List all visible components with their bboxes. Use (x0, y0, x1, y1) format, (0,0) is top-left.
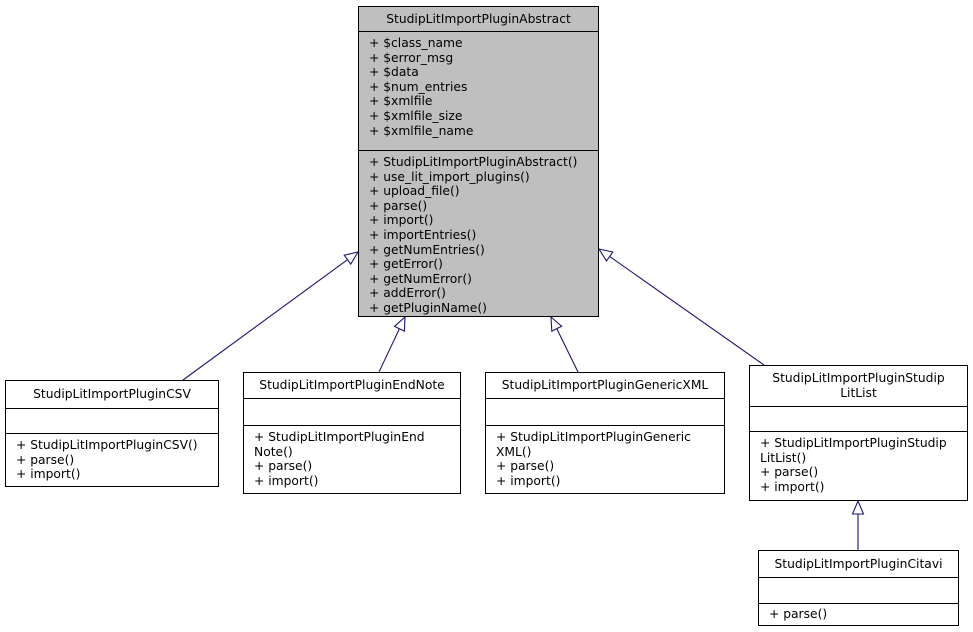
attribute: + $xmlfile (369, 94, 433, 109)
method: + StudipLitImportPluginAbstract() (369, 155, 578, 169)
method: + getNumEntries() (369, 242, 485, 257)
method: + getNumError() (369, 271, 472, 286)
attributes-section: + $class_name + $error_msg + $data + $nu… (359, 32, 598, 151)
method: + importEntries() (369, 227, 477, 242)
method: + parse() (16, 452, 75, 467)
class-studiplitimportplugincsv: StudipLitImportPluginCSV + StudipLitImpo… (5, 380, 219, 487)
methods-section: + parse() (759, 604, 958, 622)
methods-section: + StudipLitImportPluginStudip LitList() … (750, 432, 967, 494)
method: + import() (254, 473, 319, 488)
class-studiplitimportplugingenericxml: StudipLitImportPluginGenericXML + Studip… (485, 372, 725, 494)
method: + getPluginName() (369, 300, 487, 315)
attribute: + $error_msg (369, 50, 454, 65)
class-studiplitimportpluginstudiplitlist: StudipLitImportPluginStudip LitList + St… (749, 365, 968, 501)
inheritance-edge-endnote (378, 328, 400, 373)
method: + upload_file() (369, 184, 460, 199)
method: + parse() (769, 607, 828, 621)
attribute: + $data (369, 65, 419, 80)
class-name-text: StudipLitImportPluginGenericXML (501, 378, 709, 393)
class-studiplitimportpluginabstract: StudipLitImportPluginAbstract + $class_n… (358, 6, 599, 317)
method: + addError() (369, 286, 446, 301)
inheritance-arrowhead-citavi (851, 499, 865, 515)
method: + import() (16, 467, 81, 482)
attributes-section (486, 399, 724, 426)
class-name-text: StudipLitImportPluginStudip (772, 371, 945, 386)
method: + use_lit_import_plugins() (369, 169, 530, 184)
inheritance-arrowhead-endnote (393, 315, 406, 332)
class-name: StudipLitImportPluginEndNote (244, 373, 460, 399)
class-name-text: StudipLitImportPluginCSV (33, 387, 191, 402)
inheritance-arrowhead-genericxml (550, 315, 563, 332)
class-studiplitimportpluginendnote: StudipLitImportPluginEndNote + StudipLit… (243, 372, 461, 494)
attribute: + $class_name (369, 36, 463, 50)
inheritance-arrowhead-litlist (597, 248, 614, 262)
methods-section: + StudipLitImportPluginCSV() + parse() +… (6, 434, 218, 482)
class-name-text: LitList (840, 386, 877, 400)
class-studiplitimportplugincitavi: StudipLitImportPluginCitavi + parse() (758, 550, 959, 626)
method: Note() (254, 444, 293, 459)
method: LitList() (760, 450, 807, 465)
method: + parse() (369, 198, 428, 213)
inheritance-edge-litlist (609, 256, 765, 366)
method: + parse() (254, 459, 313, 474)
methods-section: + StudipLitImportPluginEnd Note() + pars… (244, 426, 460, 488)
method: + import() (369, 213, 434, 228)
method: + StudipLitImportPluginEnd (254, 430, 425, 444)
inheritance-arrowhead-csv (343, 251, 360, 266)
class-name: StudipLitImportPluginStudip LitList (750, 366, 967, 407)
method: XML() (496, 444, 532, 459)
attributes-section (6, 409, 218, 434)
method: + parse() (760, 465, 819, 480)
class-name-text: StudipLitImportPluginCitavi (774, 556, 943, 571)
inheritance-edge-genericxml (556, 328, 579, 373)
method: + import() (760, 479, 825, 494)
class-name: StudipLitImportPluginCSV (6, 381, 218, 409)
method: + getError() (369, 257, 443, 272)
attributes-section (750, 407, 967, 432)
method: + StudipLitImportPluginCSV() (16, 438, 198, 452)
methods-section: + StudipLitImportPluginGeneric XML() + p… (486, 426, 724, 488)
class-name: StudipLitImportPluginCitavi (759, 551, 958, 578)
method: + StudipLitImportPluginStudip (760, 436, 947, 450)
attribute: + $xmlfile_size (369, 108, 463, 123)
attribute: + $xmlfile_name (369, 123, 474, 138)
class-name-text: StudipLitImportPluginEndNote (259, 378, 445, 393)
attributes-section (759, 578, 958, 604)
attributes-section (244, 399, 460, 426)
method: + parse() (496, 459, 555, 474)
method: + StudipLitImportPluginGeneric (496, 430, 691, 444)
method: + import() (496, 473, 561, 488)
attribute: + $num_entries (369, 79, 468, 94)
class-name-text: StudipLitImportPluginAbstract (386, 11, 571, 26)
class-name: StudipLitImportPluginGenericXML (486, 373, 724, 399)
methods-section: + StudipLitImportPluginAbstract() + use_… (359, 151, 598, 316)
class-name: StudipLitImportPluginAbstract (359, 7, 598, 32)
inheritance-edge-csv (182, 259, 348, 381)
